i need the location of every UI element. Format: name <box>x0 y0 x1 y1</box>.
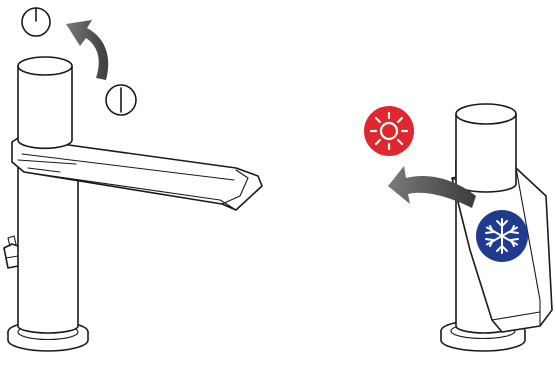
power-off-circle-icon <box>21 7 51 37</box>
snowflake-icon <box>476 210 528 262</box>
faucet-right <box>364 103 553 352</box>
faucet-left-spout <box>11 137 263 211</box>
faucet-left <box>3 7 263 352</box>
rotate-arrow-icon <box>388 166 476 208</box>
faucet-left-body <box>17 159 79 334</box>
faucet-right-handle <box>455 103 517 193</box>
lift-arrow-icon <box>66 20 109 80</box>
faucet-left-popup-rod <box>3 235 19 269</box>
power-on-circle-icon <box>105 84 137 116</box>
faucet-left-handle <box>17 56 73 150</box>
sun-icon <box>364 106 414 156</box>
